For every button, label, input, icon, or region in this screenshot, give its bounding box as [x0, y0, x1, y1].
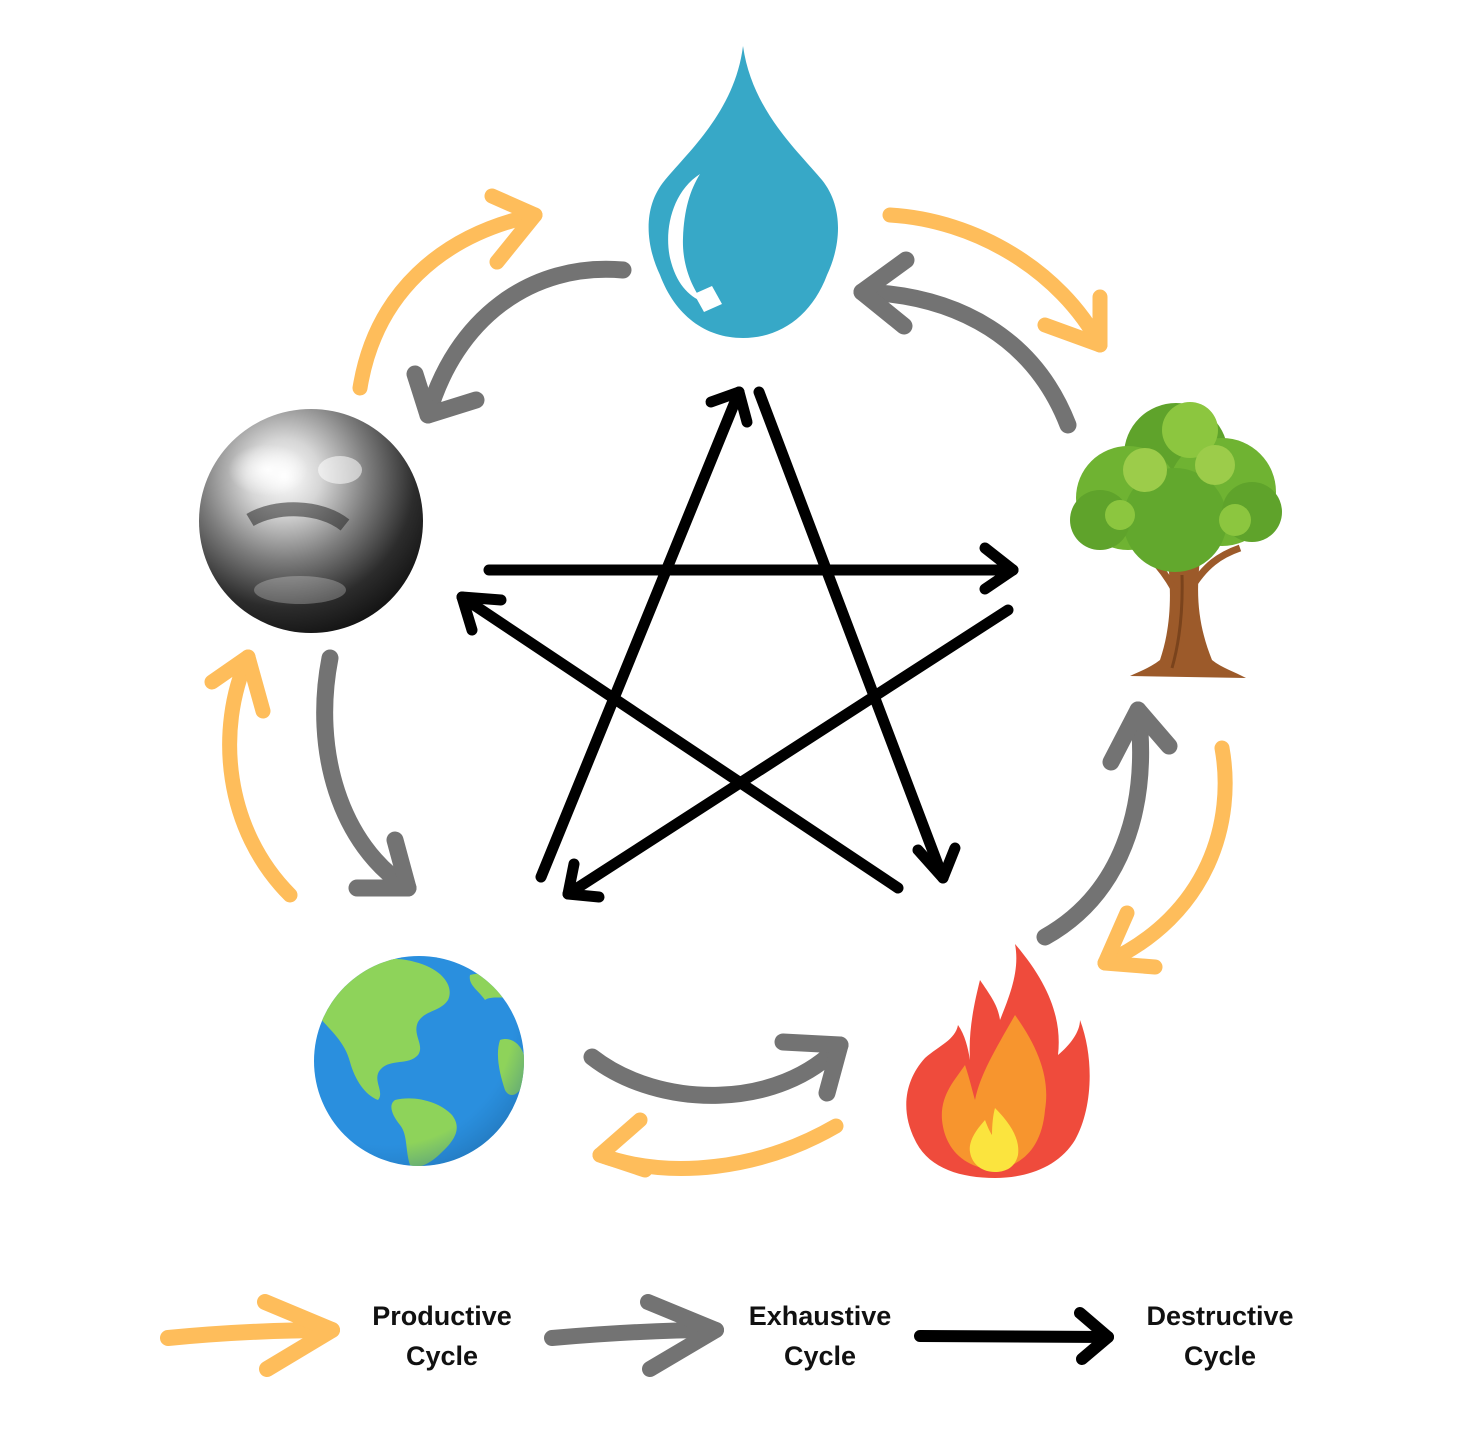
- productive-arrow-fire-to-earth-head: [600, 1120, 645, 1170]
- water-drop-icon: [649, 46, 838, 338]
- globe-icon: [314, 956, 526, 1167]
- destructive-arrow-water-to-fire: [759, 392, 943, 878]
- legend-exhaustive-label: Exhaustive Cycle: [710, 1296, 930, 1376]
- legend-destructive-label: Destructive Cycle: [1110, 1296, 1330, 1376]
- exhaustive-arrow-water-to-metal: [428, 269, 623, 415]
- legend-exhaustive-line2: Cycle: [710, 1336, 930, 1376]
- exhaustive-arrow-earth-to-fire: [592, 1045, 840, 1095]
- legend-destructive-line1: Destructive: [1110, 1296, 1330, 1336]
- legend-exhaustive-arrow: [552, 1302, 716, 1369]
- legend-productive-line2: Cycle: [332, 1336, 552, 1376]
- legend-productive-arrow: [168, 1302, 332, 1369]
- metal-sphere-icon: [199, 409, 423, 633]
- tree-icon: [1070, 402, 1282, 678]
- legend-destructive-arrow: [920, 1313, 1108, 1359]
- destructive-arrow-fire-to-metal: [462, 597, 898, 888]
- legend-exhaustive-line1: Exhaustive: [710, 1296, 930, 1336]
- legend-destructive-line2: Cycle: [1110, 1336, 1330, 1376]
- flame-icon: [906, 944, 1089, 1178]
- legend-productive-line1: Productive: [332, 1296, 552, 1336]
- legend-productive-label: Productive Cycle: [332, 1296, 552, 1376]
- destructive-cycle-arrows: [462, 392, 1013, 897]
